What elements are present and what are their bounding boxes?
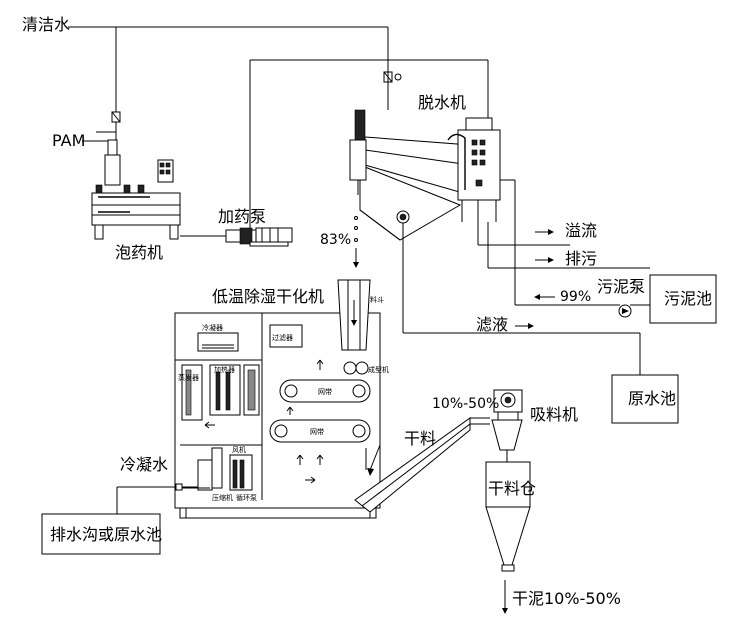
condensate-label: 冷凝水: [120, 455, 168, 474]
raw-water-tank-label: 原水池: [628, 389, 676, 408]
heater-label: 加热器: [214, 365, 235, 374]
dosing-pump: [180, 227, 293, 247]
drain-label: 排水沟或原水池: [50, 525, 162, 544]
filtrate-line: [402, 223, 641, 375]
clean-water-line: [68, 26, 389, 155]
dry-silo-label: 干料仓: [488, 479, 536, 498]
pam-label: PAM: [52, 131, 85, 150]
sludge-tank: [649, 274, 717, 324]
dosing-machine-label: 泡药机: [115, 243, 163, 262]
dryer-label: 低温除湿干化机: [212, 287, 324, 306]
filtrate-label: 滤液: [476, 315, 508, 334]
dry-material-silo: [485, 461, 531, 614]
feed-label: 料斗: [370, 295, 384, 304]
dosing-pump-label: 加药泵: [218, 207, 266, 226]
fan-label: 风机: [232, 445, 246, 454]
dry-material-conveyor: [354, 417, 490, 513]
dryer-unit: [174, 279, 381, 519]
dry-material-label: 干料: [404, 429, 436, 448]
filter-label: 过滤器: [272, 333, 293, 342]
compressor-label: 压缩机: [212, 493, 233, 502]
suction-machine: [491, 389, 523, 462]
percent-99-label: 99%: [560, 289, 591, 305]
valve-icon: [111, 111, 121, 123]
former-label: 成型机: [368, 365, 389, 374]
clean-water-label: 清洁水: [22, 15, 70, 34]
overflow-line: [477, 220, 570, 246]
suction-machine-label: 吸料机: [530, 405, 578, 424]
condenser-label: 冷凝器: [202, 323, 223, 332]
dosing-machine: [91, 139, 181, 240]
wet-sludge-drops: [353, 216, 359, 268]
overflow-label: 溢流: [565, 221, 597, 240]
dewatering-machine-label: 脱水机: [418, 93, 466, 112]
raw-water-tank: [611, 374, 679, 424]
evaporator-label: 蒸发器: [178, 373, 199, 382]
valve-icon: [383, 71, 402, 83]
sludge-tank-label: 污泥池: [664, 289, 712, 308]
sludge-pump-label: 污泥泵: [597, 277, 645, 296]
drain-box: [41, 513, 161, 555]
mesh-belt-2-label: 网带: [310, 428, 324, 436]
discharge-label: 排污: [565, 249, 597, 268]
dry-sludge-label: 干泥10%-50%: [512, 589, 621, 608]
sludge-return-line: [500, 179, 650, 306]
percent-83-label: 83%: [320, 232, 351, 248]
percent-10-50-label: 10%-50%: [432, 396, 499, 412]
mesh-belt-1-label: 网带: [318, 388, 332, 396]
dewatering-machine: [349, 109, 501, 241]
condensate-line: [116, 483, 198, 514]
pump-label: 循环泵: [236, 493, 257, 502]
sludge-pump-icon: [618, 304, 632, 318]
